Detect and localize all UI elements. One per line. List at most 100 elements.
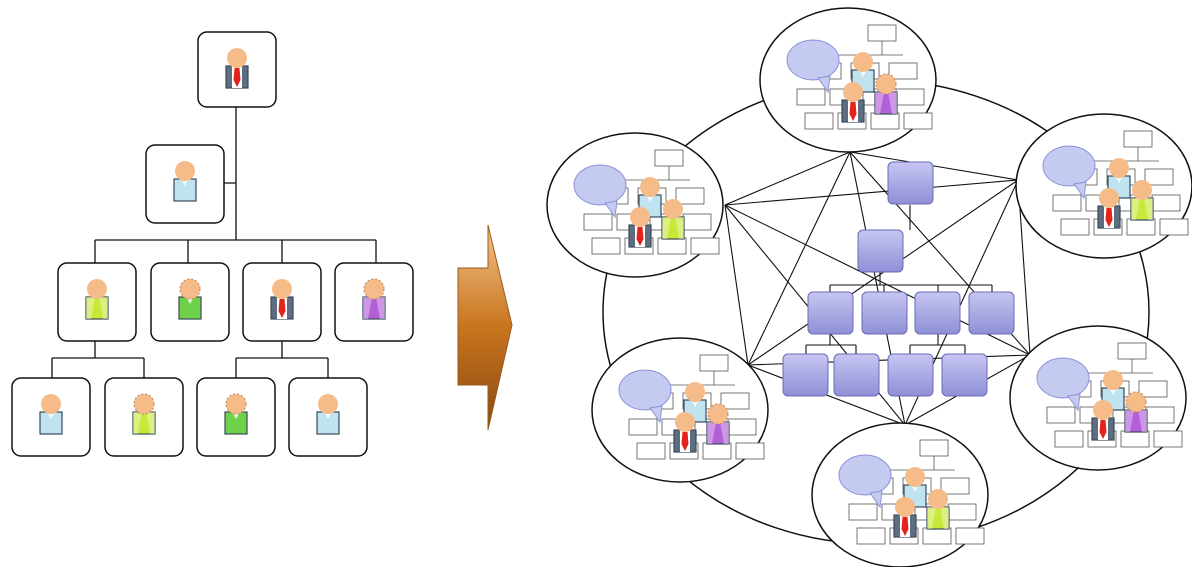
team-node bbox=[1009, 325, 1187, 471]
mini-box bbox=[675, 187, 705, 205]
mini-box bbox=[690, 237, 720, 255]
mini-box bbox=[848, 503, 878, 521]
team-node bbox=[1015, 113, 1192, 259]
speech-bubble bbox=[573, 164, 627, 206]
org-square bbox=[887, 161, 934, 205]
tree-connector bbox=[94, 107, 377, 265]
person-icon bbox=[851, 52, 875, 93]
mini-box bbox=[720, 392, 750, 410]
person-icon bbox=[706, 403, 730, 445]
team-circle bbox=[811, 422, 989, 567]
org-square bbox=[833, 353, 880, 397]
speech-bubble-tail bbox=[604, 200, 618, 219]
org-square bbox=[968, 291, 1015, 335]
mini-box bbox=[796, 88, 826, 106]
mini-box bbox=[922, 527, 952, 545]
speech-bubble bbox=[786, 39, 840, 81]
mini-box bbox=[870, 112, 900, 130]
person-icon bbox=[132, 393, 156, 435]
network-link bbox=[849, 151, 1019, 181]
person-icon bbox=[1130, 180, 1154, 221]
speech-bubble-tail bbox=[869, 490, 883, 509]
mini-box bbox=[895, 88, 925, 106]
network-link bbox=[747, 151, 851, 366]
person-icon bbox=[841, 82, 865, 123]
mini-box bbox=[1159, 218, 1189, 236]
person-icon bbox=[1091, 400, 1115, 441]
mini-box bbox=[888, 62, 918, 80]
network-link bbox=[724, 179, 1019, 206]
mini-box bbox=[919, 439, 949, 457]
mini-box bbox=[1138, 380, 1168, 398]
mini-box bbox=[856, 527, 886, 545]
team-circle bbox=[1009, 325, 1187, 471]
mini-box bbox=[727, 418, 757, 436]
mini-box bbox=[654, 149, 684, 167]
mini-box bbox=[699, 354, 729, 372]
mini-box bbox=[940, 477, 970, 495]
team-circle bbox=[591, 337, 769, 483]
person-icon bbox=[225, 48, 249, 89]
mini-box bbox=[657, 237, 687, 255]
person-icon bbox=[316, 394, 340, 435]
mini-box bbox=[1046, 406, 1076, 424]
speech-bubble-tail bbox=[649, 405, 663, 424]
org-square bbox=[807, 291, 854, 335]
mini-box bbox=[903, 112, 933, 130]
speech-bubble-tail bbox=[1067, 393, 1081, 412]
org-connector bbox=[805, 205, 993, 354]
person-icon bbox=[173, 161, 197, 202]
person-icon bbox=[362, 278, 386, 320]
team-node bbox=[811, 422, 989, 567]
mini-box bbox=[867, 24, 897, 42]
person-icon bbox=[270, 279, 294, 320]
mini-box bbox=[636, 442, 666, 460]
mini-box bbox=[682, 213, 712, 231]
network-link bbox=[724, 204, 749, 366]
team-node bbox=[759, 7, 937, 153]
team-circle bbox=[1015, 113, 1192, 259]
tree-connector bbox=[51, 340, 145, 380]
person-icon bbox=[661, 199, 685, 240]
speech-bubble bbox=[1036, 357, 1090, 399]
speech-bubble bbox=[838, 454, 892, 496]
mini-box bbox=[702, 442, 732, 460]
mini-box bbox=[1145, 406, 1175, 424]
mini-box bbox=[804, 112, 834, 130]
person-icon bbox=[874, 73, 898, 115]
mini-box bbox=[1120, 430, 1150, 448]
team-circle bbox=[759, 7, 937, 153]
mini-box bbox=[1052, 194, 1082, 212]
mini-box bbox=[591, 237, 621, 255]
mini-box bbox=[955, 527, 985, 545]
mini-box bbox=[735, 442, 765, 460]
speech-bubble bbox=[1042, 145, 1096, 187]
person-icon bbox=[1124, 391, 1148, 433]
hierarchy-tree bbox=[11, 31, 414, 457]
team-node bbox=[546, 132, 724, 278]
mini-box bbox=[583, 213, 613, 231]
speech-bubble-tail bbox=[1073, 181, 1087, 200]
arrow-shape bbox=[457, 224, 513, 431]
mini-box bbox=[1123, 130, 1153, 148]
mini-box bbox=[1054, 430, 1084, 448]
mini-box bbox=[1151, 194, 1181, 212]
mini-box bbox=[628, 418, 658, 436]
person-icon bbox=[628, 207, 652, 248]
speech-bubble-tail bbox=[817, 75, 831, 94]
org-square bbox=[861, 291, 908, 335]
tree-connector bbox=[235, 340, 329, 380]
mini-box bbox=[1144, 168, 1174, 186]
person-icon bbox=[1097, 188, 1121, 229]
person-icon bbox=[673, 412, 697, 453]
person-icon bbox=[926, 489, 950, 530]
mini-box bbox=[1153, 430, 1183, 448]
team-circle bbox=[546, 132, 724, 278]
person-icon bbox=[224, 393, 248, 435]
person-icon bbox=[893, 497, 917, 538]
network-link bbox=[724, 151, 851, 206]
person-icon bbox=[85, 279, 109, 320]
